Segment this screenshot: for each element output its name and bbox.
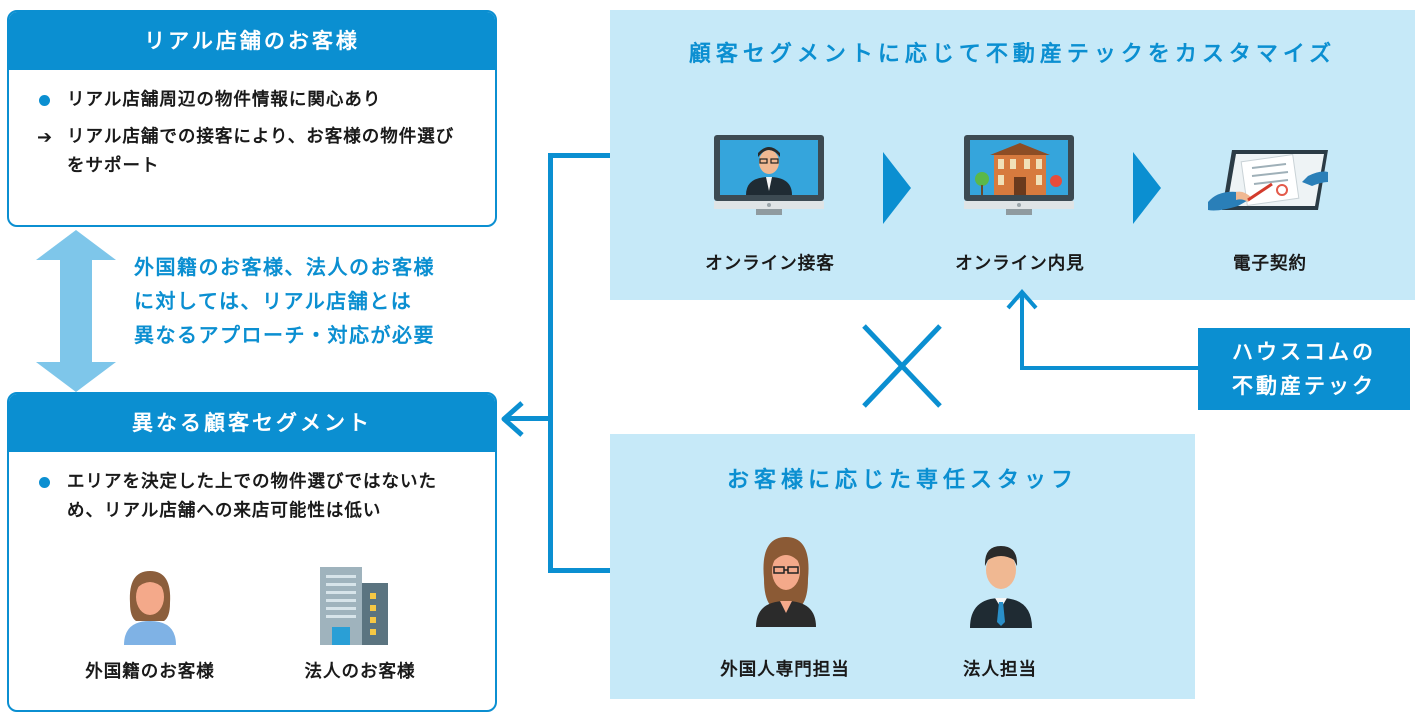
different-segment-title: 異なる顧客セグメント <box>9 394 495 452</box>
segment-bullets: エリアを決定した上での物件選びではないため、リアル店舗への来店可能性は低い <box>9 452 495 526</box>
foreign-customer-label: 外国籍のお客様 <box>85 662 215 682</box>
foreign-customer-icon <box>124 571 176 645</box>
connector-vertical <box>548 153 553 573</box>
connector-top <box>548 153 610 158</box>
tag-connector <box>1020 366 1200 370</box>
connector-to-left <box>506 416 550 421</box>
right-arrow-icon: ➔ <box>37 127 54 148</box>
bullet-dot-icon <box>39 477 50 488</box>
monitor-operator-icon <box>714 135 824 215</box>
real-store-customer-box: リアル店舗のお客様 リアル店舗周辺の物件情報に関心あり ➔ リアル店舗での接客に… <box>7 10 497 227</box>
real-store-customer-title: リアル店舗のお客様 <box>9 12 495 70</box>
note-line: 外国籍のお客様、法人のお客様 <box>134 255 435 279</box>
bullet-text: リアル店舗での接客により、お客様の物件選びをサポート <box>67 127 455 176</box>
step-online-reception: オンライン接客 <box>705 254 835 274</box>
different-approach-note: 外国籍のお客様、法人のお客様 に対しては、リアル店舗とは 異なるアプローチ・対応… <box>134 250 514 352</box>
double-arrow-icon <box>36 230 116 392</box>
note-line: 異なるアプローチ・対応が必要 <box>134 323 435 347</box>
left-arrowhead-icon <box>501 401 524 437</box>
segment-bullet: エリアを決定した上での物件選びではないため、リアル店舗への来店可能性は低い <box>39 468 469 526</box>
dedicated-staff-title: お客様に応じた専任スタッフ <box>726 468 1078 493</box>
proptech-customize-title: 顧客セグメントに応じて不動産テックをカスタマイズ <box>688 42 1337 67</box>
note-line: に対しては、リアル店舗とは <box>134 289 413 313</box>
foreign-specialist-label: 外国人専門担当 <box>720 660 850 680</box>
step-e-contract: 電子契約 <box>1233 254 1307 274</box>
monitor-building-icon <box>964 135 1074 215</box>
real-store-bullets: リアル店舗周辺の物件情報に関心あり ➔ リアル店舗での接客により、お客様の物件選… <box>9 70 495 181</box>
corporate-customer-label: 法人のお客様 <box>304 662 416 682</box>
up-arrow-icon <box>1006 288 1038 370</box>
tag-line: 不動産テック <box>1232 374 1376 398</box>
cross-icon <box>862 324 942 408</box>
bullet-text: リアル店舗周辺の物件情報に関心あり <box>67 90 382 110</box>
dedicated-staff-panel: お客様に応じた専任スタッフ <box>610 434 1195 699</box>
office-building-icon <box>320 567 388 645</box>
step-online-viewing: オンライン内見 <box>955 254 1085 274</box>
corporate-staff-label: 法人担当 <box>963 660 1037 680</box>
housecom-proptech-tag: ハウスコムの 不動産テック <box>1198 328 1410 410</box>
male-staff-icon <box>970 546 1032 628</box>
chevron-right-icon <box>1133 152 1161 224</box>
real-store-bullet-interest: リアル店舗周辺の物件情報に関心あり <box>39 86 469 115</box>
chevron-right-icon <box>883 152 911 224</box>
bullet-dot-icon <box>39 95 50 106</box>
female-staff-icon <box>756 537 816 627</box>
bullet-text: エリアを決定した上での物件選びではないため、リアル店舗への来店可能性は低い <box>67 472 437 521</box>
real-store-bullet-support: ➔ リアル店舗での接客により、お客様の物件選びをサポート <box>37 123 469 181</box>
tag-line: ハウスコムの <box>1232 340 1376 364</box>
contract-signing-icon <box>1208 150 1328 211</box>
connector-bottom <box>548 568 610 573</box>
different-segment-box: 異なる顧客セグメント エリアを決定した上での物件選びではないため、リアル店舗への… <box>7 392 497 712</box>
